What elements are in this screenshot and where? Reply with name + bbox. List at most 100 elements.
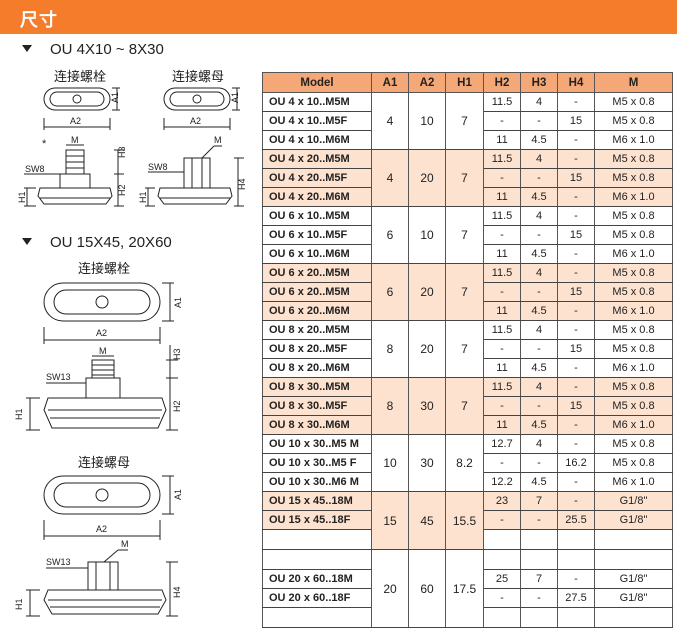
label-m: M xyxy=(71,135,79,145)
caption-nut-large: 连接螺母 xyxy=(78,456,131,471)
table-cell: 15 xyxy=(557,396,595,416)
table-cell: - xyxy=(520,396,558,416)
table-cell: - xyxy=(557,320,595,340)
label-h2: H2 xyxy=(172,400,182,412)
table-cell: 15 xyxy=(557,339,595,359)
table-cell: - xyxy=(483,453,521,473)
table-cell xyxy=(520,607,558,628)
table-cell xyxy=(520,549,558,570)
table-cell: M5 x 0.8 xyxy=(594,92,673,112)
table-cell: 4 xyxy=(520,320,558,340)
table-cell: 10 xyxy=(408,92,446,150)
table-cell: - xyxy=(520,111,558,131)
table-row xyxy=(262,529,673,550)
table-cell: M5 x 0.8 xyxy=(594,339,673,359)
section-title-small: OU 4X10 ~ 8X30 xyxy=(22,41,164,58)
table-cell: OU 10 x 30..M5 M xyxy=(262,434,372,454)
table-cell: 17.5 xyxy=(445,549,484,628)
table-cell: 4 xyxy=(520,377,558,397)
column-header: A1 xyxy=(371,72,409,93)
table-cell: - xyxy=(557,377,595,397)
side-view-large-bolt xyxy=(26,345,178,431)
table-cell xyxy=(594,529,673,550)
table-cell: 12.2 xyxy=(483,472,521,492)
table-cell: - xyxy=(557,415,595,435)
table-cell: M5 x 0.8 xyxy=(594,453,673,473)
table-cell: OU 6 x 20..M5M xyxy=(262,282,372,302)
table-cell: - xyxy=(520,510,558,530)
label-a1: A1 xyxy=(110,92,120,103)
table-cell: M6 x 1.0 xyxy=(594,244,673,264)
table-cell: 11.5 xyxy=(483,149,521,169)
table-cell: - xyxy=(557,92,595,112)
table-cell: - xyxy=(483,396,521,416)
table-cell: - xyxy=(557,263,595,283)
table-cell: OU 6 x 10..M6M xyxy=(262,244,372,264)
table-cell: 11.5 xyxy=(483,263,521,283)
side-view-small-nut xyxy=(145,145,244,207)
table-cell: 11.5 xyxy=(483,206,521,226)
table-cell: 11.5 xyxy=(483,377,521,397)
label-a2: A2 xyxy=(70,116,81,126)
table-cell: - xyxy=(483,510,521,530)
table-cell xyxy=(262,607,372,628)
table-cell: 10 xyxy=(371,434,409,492)
label-h1: H1 xyxy=(17,191,27,203)
table-cell: 10 xyxy=(408,206,446,264)
table-cell: OU 10 x 30..M5 F xyxy=(262,453,372,473)
table-cell: 60 xyxy=(408,549,446,628)
label-a1: A1 xyxy=(173,489,183,500)
table-cell: OU 4 x 10..M5M xyxy=(262,92,372,112)
table-cell: 11 xyxy=(483,187,521,207)
table-cell: OU 6 x 10..M5F xyxy=(262,225,372,245)
caption-nut-small: 连接螺母 xyxy=(172,70,225,85)
table-cell: - xyxy=(557,244,595,264)
table-cell: - xyxy=(520,282,558,302)
table-cell: 4 xyxy=(520,92,558,112)
table-cell: OU 6 x 10..M5M xyxy=(262,206,372,226)
table-cell: 4.5 xyxy=(520,187,558,207)
table-cell: OU 8 x 30..M5M xyxy=(262,377,372,397)
table-cell: 8.2 xyxy=(445,434,484,492)
table-cell: - xyxy=(483,339,521,359)
table-cell: M5 x 0.8 xyxy=(594,434,673,454)
triangle-bullet-icon xyxy=(22,238,32,245)
table-cell: M6 x 1.0 xyxy=(594,472,673,492)
table-cell: OU 4 x 20..M5F xyxy=(262,168,372,188)
table-cell xyxy=(483,607,521,628)
table-cell: 15 xyxy=(557,282,595,302)
table-cell: - xyxy=(557,491,595,511)
label-m: M xyxy=(121,539,129,549)
section-title-text: OU 4X10 ~ 8X30 xyxy=(50,41,164,58)
technical-drawings: A2 A2 A1 A1 M M * SW8 SW8 H1 H1 H3 H2 H4… xyxy=(14,87,247,617)
table-cell: M6 x 1.0 xyxy=(594,415,673,435)
table-cell xyxy=(557,529,595,550)
table-cell: M5 x 0.8 xyxy=(594,377,673,397)
table-cell: M5 x 0.8 xyxy=(594,263,673,283)
column-header: H2 xyxy=(483,72,521,93)
table-cell: OU 4 x 20..M5M xyxy=(262,149,372,169)
table-cell: 4 xyxy=(520,149,558,169)
table-cell: 20 xyxy=(408,263,446,321)
label-a1: A1 xyxy=(230,92,240,103)
header-title: 尺寸 xyxy=(20,10,58,31)
label-sw13: SW13 xyxy=(46,557,71,567)
table-cell: G1/8" xyxy=(594,569,673,589)
table-cell: 6 xyxy=(371,206,409,264)
table-cell: M6 x 1.0 xyxy=(594,130,673,150)
triangle-bullet-icon xyxy=(22,45,32,52)
table-cell: 4.5 xyxy=(520,358,558,378)
table-cell: 4.5 xyxy=(520,472,558,492)
table-cell xyxy=(262,549,372,570)
table-cell: M5 x 0.8 xyxy=(594,396,673,416)
